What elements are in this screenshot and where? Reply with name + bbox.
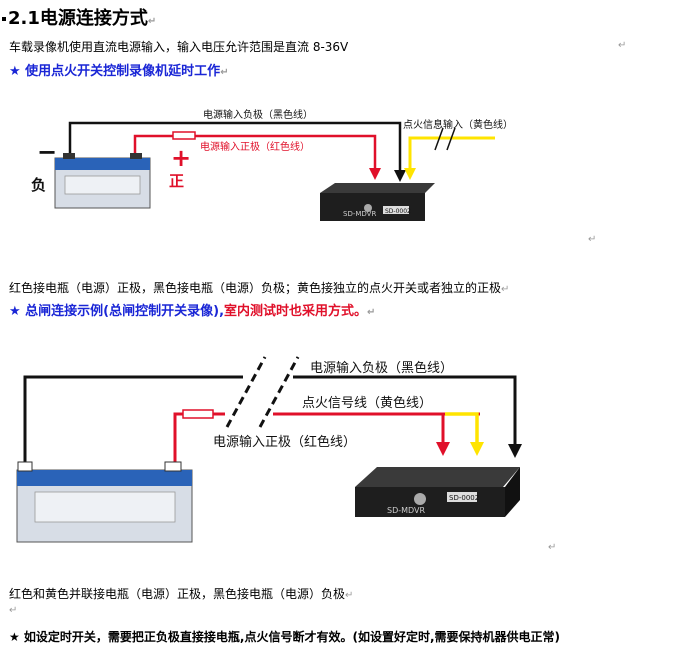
red-wire-label: 电源输入正极（红色线） [200,140,310,153]
section-heading: 2.1电源连接方式↵ [2,4,156,30]
battery-terminal-negative [63,153,75,159]
section2-caption: 红色和黄色并联接电瓶（电源）正极，黑色接电瓶（电源）负极↵ [9,585,353,602]
return-mark: ↵ [618,40,627,51]
section1-caption-text: 红色接电瓶（电源）正极，黑色接电瓶（电源）负极；黄色接独立的点火开关或者独立的正… [9,281,502,295]
return-mark: ↵ [147,16,157,27]
red-wire-arrow [436,442,450,456]
battery-label [64,175,141,195]
battery-terminal-positive [130,153,142,159]
dvr-badge: SD-0002 [449,494,479,502]
heading-text: 2.1电源连接方式 [8,8,148,29]
fuse [172,131,196,140]
wiring-diagram-2: 电源输入负极（黑色线） 点火信号线（黄色线） 电源输入正极（红色线） SD-MD… [16,356,522,543]
yellow-wire-label: 点火信号线（黄色线） [302,395,432,411]
timer-note: ★ 如设定时开关，需要把正负极直接接电瓶,点火信号断才有效。(如设置好定时,需要… [9,630,561,644]
section1-title-text: ★ 使用点火开关控制录像机延时工作 [9,64,221,79]
yellow-wire [445,412,479,444]
battery-top [17,470,192,486]
section2-caption-text: 红色和黄色并联接电瓶（电源）正极，黑色接电瓶（电源）负极 [9,587,346,601]
red-wire [133,134,377,170]
section1-caption: 红色接电瓶（电源）正极，黑色接电瓶（电源）负极；黄色接独立的点火开关或者独立的正… [9,279,509,296]
break-mark [258,356,300,428]
return-mark: ↵ [220,67,229,78]
positive-label: 正 [169,172,184,190]
dvr-badge: SD-0002 [385,208,411,215]
dvr-top [320,183,435,193]
dvr-top [355,467,520,487]
break-mark [434,127,444,151]
break-mark [225,356,267,428]
dvr-side [505,467,520,517]
wiring-diagram-1: − 负 + 正 电源输入负极（黑色线） 电源输入正极（红色线） 点火信息输入（黄… [31,108,513,221]
battery-terminal-positive [164,461,182,472]
battery-top [55,158,150,170]
black-wire [68,121,402,173]
dvr-model: SD-MDVR [343,210,376,218]
negative-symbol: − [37,138,57,166]
return-mark: ↵ [588,234,597,245]
battery-terminal-negative [17,461,33,472]
return-mark: ↵ [367,307,376,318]
intro-paragraph: 车载录像机使用直流电源输入，输入电压允许范围是直流 8-36V [9,40,349,54]
dvr-model: SD-MDVR [387,506,426,515]
yellow-wire-arrow [404,168,416,180]
fuse [182,409,214,419]
red-wire-label: 电源输入正极（红色线） [213,434,356,450]
dvr-device [355,487,505,517]
return-mark: ↵ [501,284,510,295]
yellow-wire [408,136,495,170]
return-mark: ↵ [9,605,18,616]
dvr-key-icon [414,493,426,505]
dvr-badge-bg [447,492,477,502]
section2-title-red: 室内测试时也采用方式。 [224,304,368,319]
return-mark: ↵ [548,542,557,553]
battery-label [34,491,176,523]
positive-symbol: + [171,144,191,172]
bullet-marker [2,17,6,21]
black-wire-arrow [394,170,406,182]
black-wire-label: 电源输入负极（黑色线） [203,108,313,121]
black-wire [23,375,243,467]
black-wire-arrow [508,444,522,458]
dvr-badge-bg [383,206,409,214]
red-wire-arrow [369,168,381,180]
dvr-key-icon [364,204,372,212]
black-wire [293,375,517,447]
negative-label: 负 [31,176,46,194]
section1-title: ★ 使用点火开关控制录像机延时工作↵ [9,60,229,79]
yellow-wire-label: 点火信息输入（黄色线） [403,118,513,131]
break-mark [446,127,456,151]
return-mark: ↵ [345,590,354,601]
section2-title-blue: ★ 总闸连接示例(总闸控制开关录像), [9,304,225,319]
black-wire-label: 电源输入负极（黑色线） [310,360,453,376]
yellow-wire-arrow [470,442,484,456]
section2-title: ★ 总闸连接示例(总闸控制开关录像),室内测试时也采用方式。↵ [9,300,375,319]
